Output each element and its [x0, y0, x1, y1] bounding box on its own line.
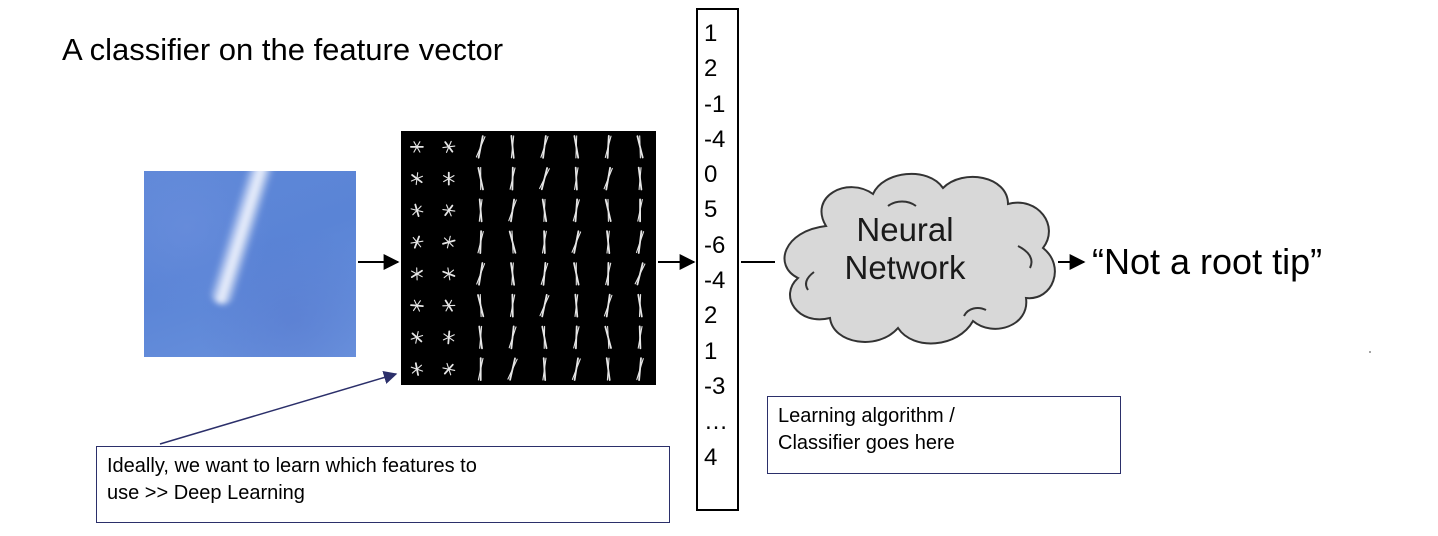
- hog-cell: [604, 135, 612, 159]
- vector-value: 2: [704, 302, 718, 330]
- hog-cell: [574, 293, 579, 318]
- hog-cell: [478, 198, 483, 223]
- hog-cell: [571, 230, 582, 254]
- vector-value: -6: [704, 231, 726, 259]
- hog-cell: [509, 166, 516, 191]
- hog-cell: [476, 262, 486, 286]
- hog-cell: [542, 357, 547, 382]
- hog-cell: [539, 167, 550, 191]
- hog-cell: [539, 293, 550, 318]
- vector-value: 5: [704, 196, 718, 224]
- hog-cell: [410, 362, 424, 376]
- note-deep-learning: Ideally, we want to learn which features…: [96, 446, 670, 523]
- hog-cell: [442, 330, 455, 345]
- hog-cell: [477, 167, 484, 191]
- hog-cell: [442, 267, 456, 281]
- hog-cell: [443, 171, 455, 186]
- hog-cell: [541, 198, 548, 223]
- classifier-line-1: Neural: [856, 211, 954, 248]
- hog-cell: [541, 230, 547, 254]
- hog-cell: [604, 325, 612, 349]
- vector-value: 1: [704, 337, 718, 365]
- hog-cell: [573, 325, 580, 350]
- hog-cell: [475, 135, 486, 159]
- vector-value: -3: [704, 372, 726, 400]
- hog-cell: [442, 140, 456, 153]
- hog-cell: [442, 362, 456, 376]
- root-image: [144, 171, 356, 357]
- hog-cell: [572, 198, 580, 223]
- hog-cell: [442, 235, 456, 249]
- hog-cell: [605, 261, 612, 286]
- hog-cell: [410, 299, 424, 312]
- hog-cell: [606, 230, 611, 254]
- hog-cell: [636, 357, 644, 382]
- hog-cell: [540, 135, 549, 159]
- slide-title: A classifier on the feature vector: [62, 32, 504, 67]
- vector-value: -1: [704, 90, 726, 118]
- hog-cell: [510, 135, 515, 159]
- vector-value: -4: [704, 267, 726, 295]
- classifier-label: Neural Network: [800, 211, 1010, 287]
- hog-cell: [541, 325, 548, 350]
- hog-cell: [442, 204, 456, 217]
- note-learn-line-2: Classifier goes here: [778, 432, 955, 454]
- annotation-arrow: [159, 370, 398, 445]
- hog-cell: [540, 261, 549, 286]
- hog-cell: [410, 203, 424, 217]
- hog-cell: [410, 330, 424, 344]
- hog-cell: [507, 357, 518, 381]
- vector-value: -4: [704, 125, 726, 153]
- hog-feature-grid: [401, 131, 656, 385]
- vector-value: 0: [704, 161, 718, 189]
- hog-cell: [574, 166, 579, 191]
- hog-cell: [573, 262, 580, 286]
- feature-vector: 1 2 -1 -4 0 5 -6 -4 2 1 -3 … 4: [696, 8, 739, 511]
- neural-network-cloud: [783, 172, 1056, 345]
- vector-value: 4: [704, 443, 718, 471]
- stray-dot: [1369, 351, 1371, 353]
- hog-cell: [605, 357, 611, 381]
- hog-cell: [571, 357, 581, 381]
- hog-cell: [637, 166, 643, 191]
- hog-cell: [603, 293, 613, 318]
- classifier-line-2: Network: [844, 249, 966, 286]
- hog-cell: [510, 262, 515, 286]
- hog-cell: [477, 294, 485, 318]
- hog-cell: [573, 135, 580, 159]
- note-learn-line-1: Learning algorithm /: [778, 405, 955, 427]
- note-ideal-line-2: use >> Deep Learning: [107, 482, 305, 504]
- hog-cell: [634, 262, 646, 286]
- hog-cell: [410, 235, 424, 249]
- hog-cell: [442, 299, 456, 312]
- hog-cell: [477, 357, 484, 382]
- vector-value: 1: [704, 20, 718, 47]
- vector-value: 2: [704, 55, 718, 83]
- hog-cell: [508, 325, 517, 350]
- hog-cell: [478, 325, 483, 350]
- hog-cell: [509, 293, 516, 318]
- hog-cell: [603, 166, 613, 191]
- note-learning-algorithm: Learning algorithm / Classifier goes her…: [767, 396, 1121, 474]
- hog-glyphs: [409, 135, 646, 382]
- hog-cell: [604, 198, 612, 222]
- hog-cell: [637, 293, 643, 318]
- hog-cell: [636, 135, 644, 159]
- hog-cell: [635, 230, 645, 254]
- hog-cell: [508, 198, 517, 223]
- note-ideal-line-1: Ideally, we want to learn which features…: [107, 455, 477, 477]
- hog-cell: [508, 230, 517, 254]
- hog-cell: [409, 141, 424, 153]
- vector-value: …: [704, 408, 728, 436]
- hog-cell: [477, 230, 484, 254]
- hog-cell: [637, 198, 643, 223]
- output-label: “Not a root tip”: [1092, 241, 1323, 282]
- hog-cell: [637, 325, 643, 350]
- hog-cell: [410, 172, 424, 186]
- hog-cell: [410, 267, 423, 281]
